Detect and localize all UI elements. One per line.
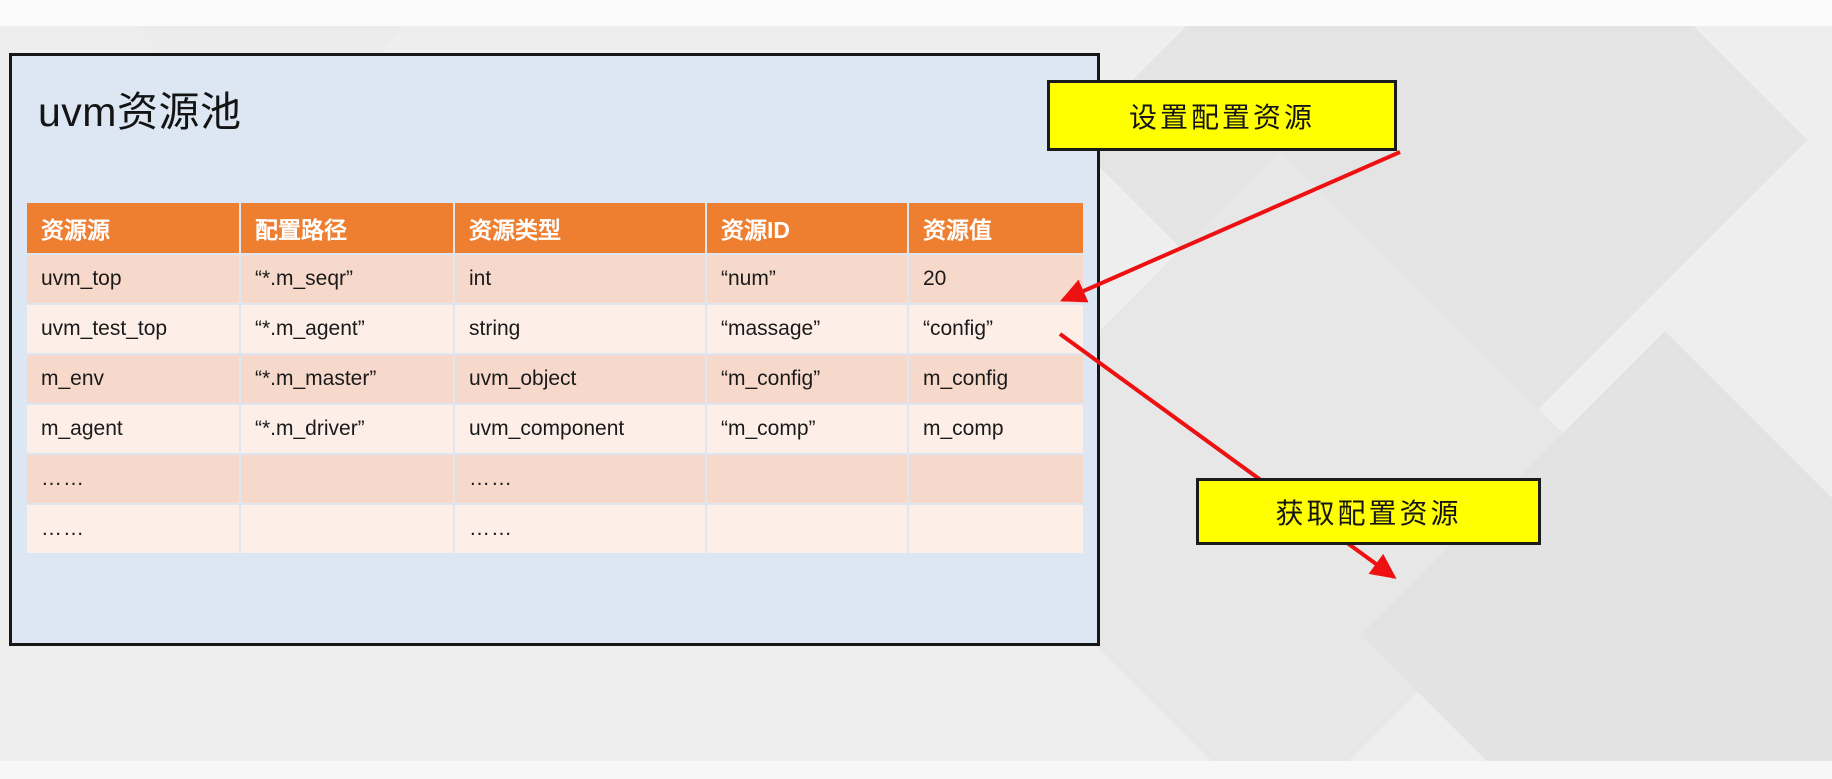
cell-resource-type: uvm_component [455,405,705,453]
table-row: m_agent “*.m_driver” uvm_component “m_co… [27,405,1083,453]
cell-resource-type: string [455,305,705,353]
cell-resource-id: “m_config” [707,355,907,403]
cell-resource-type: int [455,255,705,303]
cell-resource-source: …… [27,505,239,553]
cell-config-path: “*.m_seqr” [241,255,453,303]
cell-resource-value: m_config [909,355,1083,403]
callout-set-label: 设置配置资源 [1128,102,1315,134]
cell-resource-source: uvm_top [27,255,239,303]
cell-config-path [241,505,453,553]
cell-resource-id: “m_comp” [707,405,907,453]
cell-resource-type: uvm_object [455,355,705,403]
column-header-resource-value: 资源值 [909,203,1083,253]
cell-resource-id [707,455,907,503]
cell-resource-id: “num” [707,255,907,303]
column-header-resource-source: 资源源 [27,203,239,253]
cell-resource-value [909,505,1083,553]
table-row: uvm_test_top “*.m_agent” string “massage… [27,305,1083,353]
column-header-resource-id: 资源ID [707,203,907,253]
cell-resource-value: 20 [909,255,1083,303]
cell-resource-source: m_agent [27,405,239,453]
cell-config-path [241,455,453,503]
background-strip-top [0,0,1832,26]
table-row: m_env “*.m_master” uvm_object “m_config”… [27,355,1083,403]
cell-resource-id: “massage” [707,305,907,353]
table-header-row: 资源源 配置路径 资源类型 资源ID 资源值 [27,203,1083,253]
cell-resource-value: m_comp [909,405,1083,453]
cell-config-path: “*.m_master” [241,355,453,403]
uvm-resource-pool-panel: uvm资源池 资源源 配置路径 资源类型 资源ID 资源值 uvm_top “*… [9,53,1100,646]
cell-resource-id [707,505,907,553]
page-title: uvm资源池 [38,89,242,135]
table-row: uvm_top “*.m_seqr” int “num” 20 [27,255,1083,303]
column-header-config-path: 配置路径 [241,203,453,253]
column-header-resource-type: 资源类型 [455,203,705,253]
cell-resource-value: “config” [909,305,1083,353]
resource-table-head: 资源源 配置路径 资源类型 资源ID 资源值 [27,203,1083,253]
background-strip-bottom [0,761,1832,779]
cell-config-path: “*.m_driver” [241,405,453,453]
resource-table-body: uvm_top “*.m_seqr” int “num” 20 uvm_test… [27,255,1083,553]
callout-get-config-resource: 获取配置资源 [1196,478,1541,545]
resource-table: 资源源 配置路径 资源类型 资源ID 资源值 uvm_top “*.m_seqr… [25,201,1085,555]
cell-resource-value [909,455,1083,503]
cell-resource-type: …… [455,455,705,503]
callout-set-config-resource: 设置配置资源 [1047,80,1397,151]
cell-resource-type: …… [455,505,705,553]
cell-resource-source: uvm_test_top [27,305,239,353]
cell-resource-source: m_env [27,355,239,403]
table-row: …… …… [27,505,1083,553]
table-row: …… …… [27,455,1083,503]
cell-resource-source: …… [27,455,239,503]
cell-config-path: “*.m_agent” [241,305,453,353]
callout-get-label: 获取配置资源 [1275,498,1462,530]
